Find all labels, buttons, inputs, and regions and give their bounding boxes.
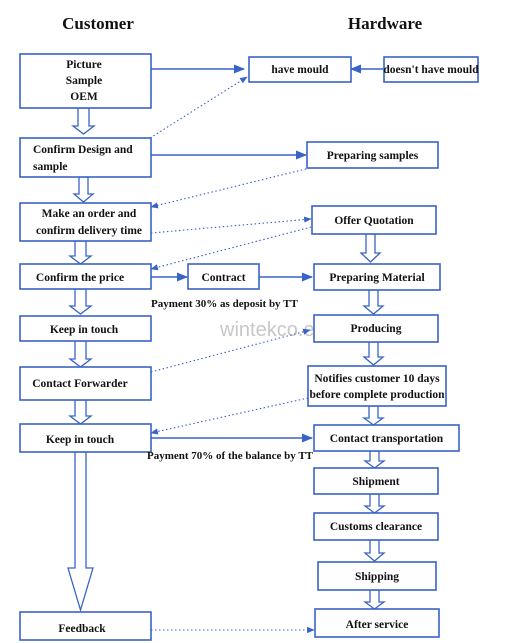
- solid-connectors: [151, 64, 383, 443]
- step-have-mould: have mould: [248, 56, 352, 83]
- step-label-offer-quotation: Offer Quotation: [334, 215, 414, 227]
- step-label-confirm-design-2: sample: [33, 161, 68, 173]
- step-label-after-service: After service: [346, 619, 409, 631]
- step-label-order-2: confirm delivery time: [36, 225, 142, 237]
- step-contact-transportation: Contact transportation: [313, 424, 460, 452]
- step-offer-quotation: Offer Quotation: [311, 205, 437, 235]
- note-balance: Payment 70% of the balance by TT: [147, 450, 314, 462]
- step-label-no-mould: doesn't have mould: [383, 64, 479, 76]
- step-picture-sample-oem: Picture Sample OEM: [19, 53, 152, 109]
- step-label-preparing-samples: Preparing samples: [327, 150, 419, 162]
- step-label-feedback: Feedback: [58, 623, 106, 635]
- step-after-service: After service: [314, 608, 440, 638]
- customer-header: Customer: [62, 14, 134, 33]
- step-keep-in-touch-2: Keep in touch: [19, 423, 152, 453]
- step-label-contract: Contract: [201, 272, 245, 284]
- step-label-notifies-2: before complete production: [309, 389, 445, 401]
- note-deposit: Payment 30% as deposit by TT: [151, 298, 298, 310]
- step-make-order: Make an order and confirm delivery time: [19, 202, 152, 242]
- step-no-mould: doesn't have mould: [383, 56, 479, 83]
- step-label-customs-clearance: Customs clearance: [330, 521, 422, 533]
- step-label-contact-transportation: Contact transportation: [330, 433, 444, 445]
- step-producing: Producing: [313, 314, 439, 343]
- step-preparing-material: Preparing Material: [313, 263, 441, 291]
- hardware-flow-arrows: [359, 233, 386, 610]
- dotted-connectors: [149, 76, 316, 634]
- step-label-notifies-1: Notifies customer 10 days: [314, 373, 440, 385]
- step-label-preparing-material: Preparing Material: [329, 272, 424, 284]
- step-contact-forwarder: Contact Forwarder: [19, 366, 152, 401]
- step-confirm-price: Confirm the price: [19, 263, 152, 290]
- step-notifies-customer: Notifies customer 10 days before complet…: [307, 365, 447, 407]
- step-label-sample: Sample: [66, 75, 102, 87]
- step-preparing-samples: Preparing samples: [306, 141, 439, 169]
- step-label-producing: Producing: [351, 323, 402, 335]
- hardware-header: Hardware: [348, 14, 423, 33]
- step-label-order-1: Make an order and: [42, 208, 137, 220]
- step-label-confirm-price: Confirm the price: [36, 272, 124, 284]
- step-contract: Contract: [187, 263, 260, 290]
- step-shipping: Shipping: [317, 561, 437, 591]
- step-customs-clearance: Customs clearance: [313, 512, 439, 541]
- step-shipment: Shipment: [313, 467, 439, 495]
- step-keep-in-touch-1: Keep in touch: [19, 315, 152, 342]
- step-label-oem: OEM: [70, 91, 98, 103]
- step-label-confirm-design-1: Confirm Design and: [33, 144, 133, 156]
- step-label-picture: Picture: [66, 59, 102, 71]
- step-label-keep-in-touch-1: Keep in touch: [50, 324, 119, 336]
- step-label-have-mould: have mould: [271, 64, 329, 76]
- step-label-shipping: Shipping: [355, 571, 399, 583]
- step-confirm-design: Confirm Design and sample: [19, 137, 152, 178]
- step-feedback: Feedback: [19, 611, 152, 641]
- step-label-shipment: Shipment: [352, 476, 399, 488]
- step-label-keep-in-touch-2: Keep in touch: [46, 434, 115, 446]
- customer-flow-arrows: [67, 107, 96, 613]
- step-label-contact-forwarder: Contact Forwarder: [32, 378, 127, 390]
